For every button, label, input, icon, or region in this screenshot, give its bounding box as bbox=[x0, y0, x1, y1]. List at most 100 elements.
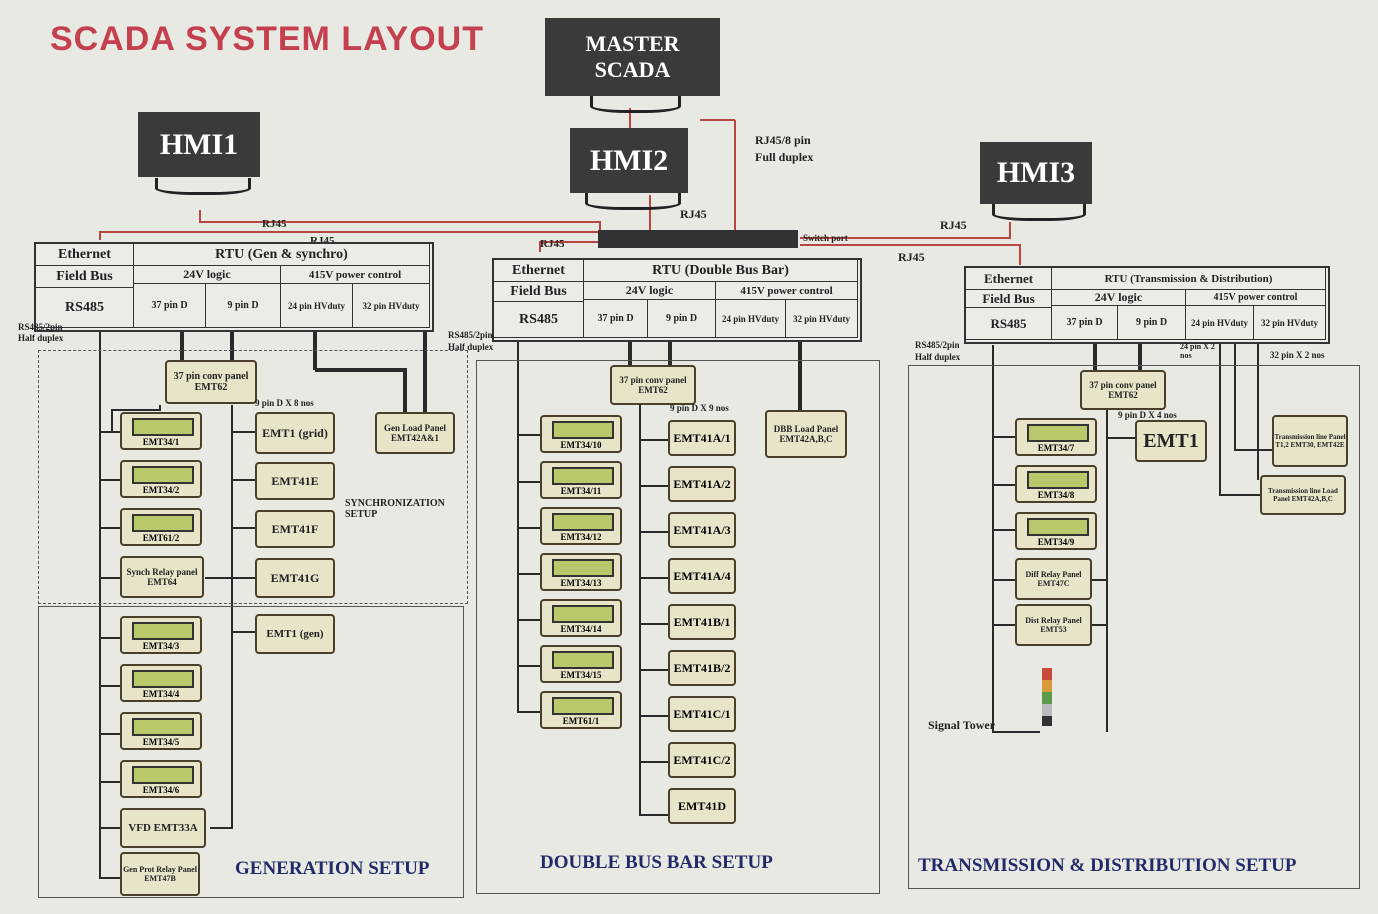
emt-label: EMT34/3 bbox=[142, 641, 180, 651]
page-title: SCADA SYSTEM LAYOUT bbox=[50, 20, 484, 58]
rtu-37pin: 37 pin D bbox=[134, 284, 206, 328]
diff-relay-panel: Diff Relay Panel EMT47C bbox=[1015, 558, 1092, 600]
rtu-rs485: RS485 bbox=[36, 288, 134, 328]
emt-label: EMT34/15 bbox=[560, 670, 602, 680]
network-switch bbox=[598, 230, 798, 248]
rs485-label: RS485/2pin bbox=[915, 340, 960, 350]
rtu-37pin: 37 pin D bbox=[584, 300, 648, 338]
rtu-transmission: Ethernet Field Bus RS485 RTU (Transmissi… bbox=[964, 266, 1330, 344]
rtu-24v-logic: 24V logic bbox=[584, 282, 716, 300]
signal-tower-icon bbox=[1042, 668, 1052, 726]
rtu-double-bus-bar: Ethernet Field Bus RS485 RTU (Double Bus… bbox=[492, 258, 862, 342]
rtu-ethernet: Ethernet bbox=[494, 260, 584, 282]
rtu-24pin: 24 pin HVduty bbox=[1186, 306, 1254, 340]
emt-label: EMT34/7 bbox=[1037, 443, 1075, 453]
emt-meter: EMT34/1 bbox=[120, 412, 202, 450]
pin-note: 9 pin D X 9 nos bbox=[670, 403, 729, 413]
emt-meter: EMT61/1 bbox=[540, 691, 622, 729]
generation-setup-frame bbox=[38, 606, 464, 898]
hmi3-monitor: HMI3 bbox=[980, 142, 1092, 204]
emt-meter: EMT34/7 bbox=[1015, 418, 1097, 456]
emt-label: EMT34/4 bbox=[142, 689, 180, 699]
dbb-setup-frame bbox=[476, 360, 880, 894]
emt-box: EMT41A/4 bbox=[668, 558, 736, 594]
emt1-gen-box: EMT1 (gen) bbox=[255, 614, 335, 654]
rtu-24pin: 24 pin HVduty bbox=[281, 284, 353, 328]
emt-meter: EMT34/14 bbox=[540, 599, 622, 637]
master-scada-monitor: MASTER SCADA bbox=[545, 18, 720, 96]
full-duplex-label: Full duplex bbox=[755, 150, 814, 164]
emt-label: EMT34/11 bbox=[560, 486, 602, 496]
emt-label: EMT34/9 bbox=[1037, 537, 1075, 547]
hmi1-monitor: HMI1 bbox=[138, 112, 260, 177]
emt-label: EMT34/2 bbox=[142, 485, 180, 495]
pin24-note: 24 pin X 2 nos bbox=[1180, 342, 1215, 360]
switch-port-label: Switch port bbox=[803, 233, 848, 243]
pin-note: 9 pin D X 8 nos bbox=[255, 398, 314, 408]
emt-box: EMT41E bbox=[255, 462, 335, 500]
emt-box: EMT41G bbox=[255, 558, 335, 598]
rtu-ethernet: Ethernet bbox=[36, 244, 134, 266]
td-setup-frame bbox=[908, 365, 1360, 889]
emt-meter: EMT34/8 bbox=[1015, 465, 1097, 503]
emt-meter: EMT34/12 bbox=[540, 507, 622, 545]
gen-prot-relay-panel: Gen Prot Relay Panel EMT47B bbox=[120, 852, 200, 896]
rtu-37pin: 37 pin D bbox=[1052, 306, 1118, 340]
dbb-setup-title: DOUBLE BUS BAR SETUP bbox=[540, 852, 773, 873]
hmi2-stand bbox=[585, 193, 681, 210]
emt-meter: EMT34/15 bbox=[540, 645, 622, 683]
rtu-9pin: 9 pin D bbox=[206, 284, 281, 328]
rtu-32pin: 32 pin HVduty bbox=[786, 300, 858, 338]
conv-panel: 37 pin conv panel EMT62 bbox=[610, 365, 696, 405]
dbb-load-panel: DBB Load Panel EMT42A,B,C bbox=[765, 410, 847, 458]
rs485-label: RS485/2pin bbox=[18, 322, 63, 332]
signal-tower-label: Signal Tower bbox=[928, 718, 996, 732]
emt-box: EMT41D bbox=[668, 788, 736, 824]
half-duplex-label: Half duplex bbox=[448, 342, 494, 352]
rtu-rs485: RS485 bbox=[494, 302, 584, 338]
rj45-8pin-label: RJ45/8 pin bbox=[755, 133, 811, 147]
hmi2-monitor: HMI2 bbox=[570, 128, 688, 193]
rtu-rs485: RS485 bbox=[966, 308, 1052, 340]
rtu-field-bus: Field Bus bbox=[494, 282, 584, 302]
rtu-9pin: 9 pin D bbox=[648, 300, 716, 338]
master-line1: MASTER bbox=[585, 31, 680, 56]
emt-box: EMT41C/1 bbox=[668, 696, 736, 732]
gen-load-panel: Gen Load Panel EMT42A&1 bbox=[375, 412, 455, 454]
emt-meter: EMT34/3 bbox=[120, 616, 202, 654]
half-duplex-label: Half duplex bbox=[915, 352, 961, 362]
rtu-415v-power: 415V power control bbox=[1186, 290, 1326, 306]
pin32-note: 32 pin X 2 nos bbox=[1270, 350, 1325, 360]
rtu-24v-logic: 24V logic bbox=[134, 266, 281, 284]
rtu-field-bus: Field Bus bbox=[36, 266, 134, 288]
hmi1-stand bbox=[155, 178, 251, 195]
rj45-label: RJ45 bbox=[680, 207, 707, 221]
emt-box: EMT41A/3 bbox=[668, 512, 736, 548]
conv-panel: 37 pin conv panel EMT62 bbox=[165, 360, 257, 404]
transmission-load-panel: Transmission line Load Panel EMT42A,B,C bbox=[1260, 475, 1346, 515]
master-line2: SCADA bbox=[594, 57, 671, 82]
emt-label: EMT34/1 bbox=[142, 437, 180, 447]
rtu-9pin: 9 pin D bbox=[1118, 306, 1186, 340]
rtu-field-bus: Field Bus bbox=[966, 290, 1052, 308]
dist-relay-panel: Dist Relay Panel EMT53 bbox=[1015, 604, 1092, 646]
synch-relay-panel: Synch Relay panel EMT64 bbox=[120, 556, 204, 598]
vfd-box: VFD EMT33A bbox=[120, 808, 206, 848]
emt1-box: EMT1 bbox=[1135, 420, 1207, 462]
emt-box: EMT1 (grid) bbox=[255, 412, 335, 454]
rtu-415v-power: 415V power control bbox=[716, 282, 858, 300]
sync-setup-label: SYNCHRONIZATION SETUP bbox=[345, 498, 445, 520]
rj45-label: RJ45 bbox=[898, 250, 925, 264]
td-setup-title: TRANSMISSION & DISTRIBUTION SETUP bbox=[918, 855, 1297, 876]
emt-meter: EMT34/10 bbox=[540, 415, 622, 453]
rtu-32pin: 32 pin HVduty bbox=[353, 284, 430, 328]
emt-box: EMT41B/2 bbox=[668, 650, 736, 686]
rj45-label: RJ45 bbox=[940, 218, 967, 232]
generation-setup-title: GENERATION SETUP bbox=[235, 858, 430, 879]
master-stand bbox=[590, 96, 681, 113]
emt-label: EMT34/5 bbox=[142, 737, 180, 747]
rtu-24v-logic: 24V logic bbox=[1052, 290, 1186, 306]
emt-label: EMT34/8 bbox=[1037, 490, 1075, 500]
